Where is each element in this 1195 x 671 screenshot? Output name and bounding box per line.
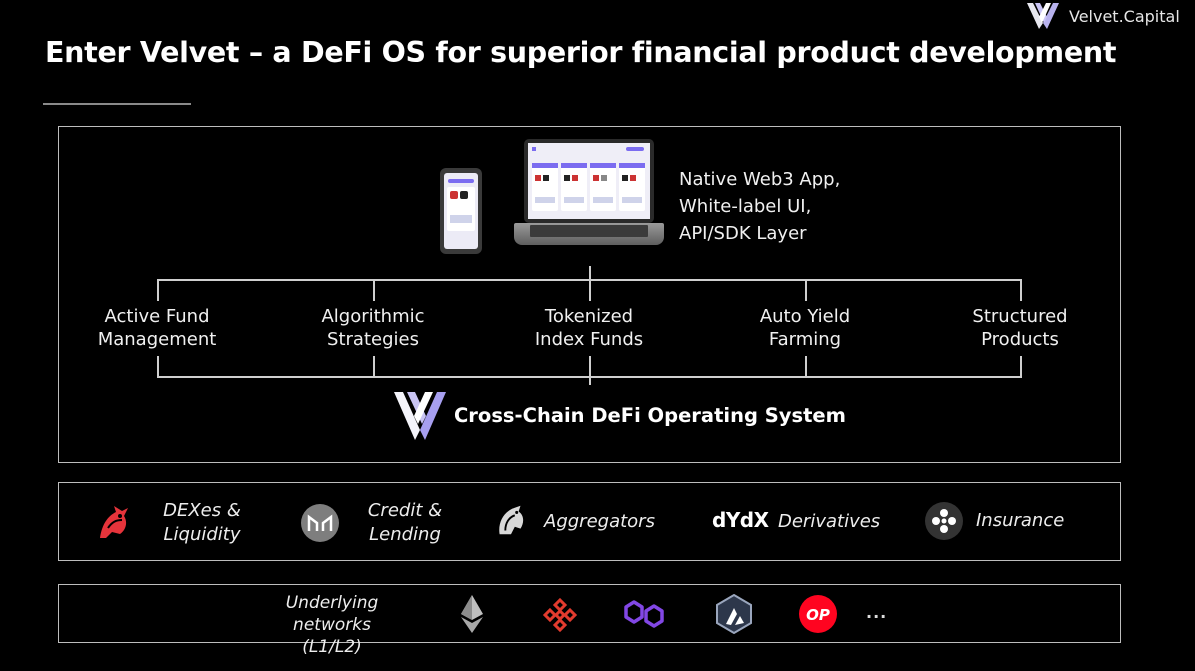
product-structured-products: Structured Products bbox=[972, 305, 1067, 351]
more-networks: ... bbox=[866, 603, 888, 622]
category-line: Aggregators bbox=[544, 511, 655, 532]
connector-stem-top bbox=[589, 266, 591, 280]
product-line: Products bbox=[981, 329, 1059, 350]
app-layer-line: White-label UI, bbox=[679, 196, 812, 217]
product-line: Algorithmic bbox=[321, 306, 425, 327]
category-line: Lending bbox=[369, 524, 441, 545]
bnb-chain-icon bbox=[542, 597, 578, 633]
category-credit-lending: Credit & Lending bbox=[356, 499, 454, 547]
brand: Velvet.Capital bbox=[1025, 0, 1180, 32]
phone-screen bbox=[444, 173, 478, 249]
product-algorithmic-strategies: Algorithmic Strategies bbox=[321, 305, 424, 351]
connector-drop bbox=[589, 279, 591, 301]
category-line: Credit & bbox=[367, 500, 443, 521]
app-layer-line: Native Web3 App, bbox=[679, 169, 841, 190]
1inch-icon bbox=[499, 505, 524, 535]
product-line: Tokenized bbox=[544, 306, 634, 327]
optimism-icon: OP bbox=[799, 595, 837, 633]
connector-drop bbox=[805, 279, 807, 301]
os-label: Cross-Chain DeFi Operating System bbox=[454, 404, 846, 427]
connector-rise bbox=[1020, 356, 1022, 377]
connector-rise bbox=[805, 356, 807, 377]
product-tokenized-index-funds: Tokenized Index Funds bbox=[535, 305, 643, 351]
page-title: Enter Velvet – a DeFi OS for superior fi… bbox=[45, 36, 1117, 69]
product-line: Management bbox=[97, 329, 217, 350]
category-line: Insurance bbox=[976, 510, 1065, 531]
product-active-fund-management: Active Fund Management bbox=[98, 305, 217, 351]
app-layer-text: Native Web3 App, White-label UI, API/SDK… bbox=[679, 166, 840, 247]
protocols-panel bbox=[58, 482, 1121, 561]
laptop-screen bbox=[528, 143, 650, 219]
category-line: Liquidity bbox=[163, 524, 241, 545]
category-aggregators: Aggregators bbox=[544, 510, 655, 534]
product-line: Strategies bbox=[327, 329, 419, 350]
category-derivatives: Derivatives bbox=[778, 510, 880, 534]
product-auto-yield-farming: Auto Yield Farming bbox=[760, 305, 850, 351]
polygon-icon bbox=[624, 600, 664, 628]
app-layer-line: API/SDK Layer bbox=[679, 223, 807, 244]
ethereum-icon bbox=[461, 595, 483, 633]
product-line: Active Fund bbox=[104, 306, 210, 327]
connector-rise bbox=[373, 356, 375, 377]
networks-label: Underlying networks (L1/L2) bbox=[268, 592, 396, 658]
product-line: Auto Yield bbox=[759, 306, 851, 327]
arbitrum-icon bbox=[716, 594, 752, 634]
title-underline bbox=[43, 103, 191, 105]
product-line: Index Funds bbox=[534, 329, 644, 350]
connector-drop bbox=[1020, 279, 1022, 301]
velvet-logo-icon bbox=[1027, 3, 1059, 29]
category-dexes-liquidity: DEXes & Liquidity bbox=[154, 499, 250, 547]
product-line: Farming bbox=[768, 329, 842, 350]
category-insurance: Insurance bbox=[976, 509, 1064, 533]
laptop-keyboard bbox=[530, 225, 648, 237]
category-line: Derivatives bbox=[778, 511, 881, 532]
connector-drop bbox=[373, 279, 375, 301]
optimism-text: OP bbox=[806, 606, 830, 624]
connector-rise bbox=[157, 356, 159, 377]
connector-drop bbox=[157, 279, 159, 301]
nexus-mutual-icon bbox=[925, 502, 963, 540]
product-line: Structured bbox=[972, 306, 1068, 327]
brand-name: Velvet.Capital bbox=[1069, 6, 1180, 26]
dydx-icon: dYdX bbox=[712, 508, 769, 532]
category-line: DEXes & bbox=[163, 500, 241, 521]
networks-panel bbox=[58, 584, 1121, 643]
networks-line: Underlying bbox=[285, 593, 379, 613]
velvet-logo-icon bbox=[394, 392, 446, 440]
networks-line: networks (L1/L2) bbox=[293, 615, 371, 657]
connector-stem-bottom bbox=[589, 356, 591, 385]
platform-panel bbox=[58, 126, 1121, 463]
maker-icon bbox=[301, 504, 339, 542]
uniswap-icon bbox=[100, 506, 128, 538]
